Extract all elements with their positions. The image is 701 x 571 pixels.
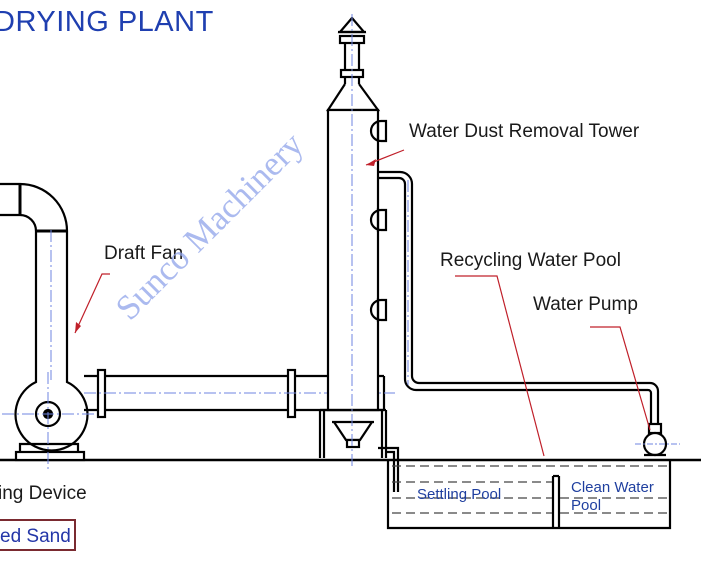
clean-water-pool-label-line1: Clean Water — [571, 479, 654, 496]
sand-label-box: ed Sand — [0, 519, 76, 551]
water-pipe — [378, 170, 660, 428]
duct-elbow — [0, 182, 69, 372]
water-level-lines — [392, 465, 667, 514]
pump-label: Water Pump — [533, 294, 638, 315]
recycling-pool-label: Recycling Water Pool — [440, 250, 621, 271]
clean-water-pool-label-line2: Pool — [571, 497, 602, 514]
fan-leader — [74, 273, 110, 334]
fan-label: Draft Fan — [104, 243, 184, 264]
recycling-water-pool — [386, 460, 672, 530]
sand-label: ed Sand — [0, 526, 71, 547]
water-pump — [642, 422, 668, 457]
fan-leader-arrow — [75, 322, 81, 333]
draft-fan — [14, 372, 89, 462]
pool-leader — [455, 275, 545, 457]
tower-leader-arrow — [366, 159, 376, 166]
tower-label: Water Dust Removal Tower — [409, 121, 640, 142]
settling-pool-label: Settling Pool — [417, 486, 502, 503]
pump-leader — [590, 326, 651, 431]
drying-device-label: ing Device — [0, 483, 87, 504]
dust-removal-tower — [318, 16, 400, 492]
diagram-title: DRYING PLANT — [0, 6, 214, 38]
